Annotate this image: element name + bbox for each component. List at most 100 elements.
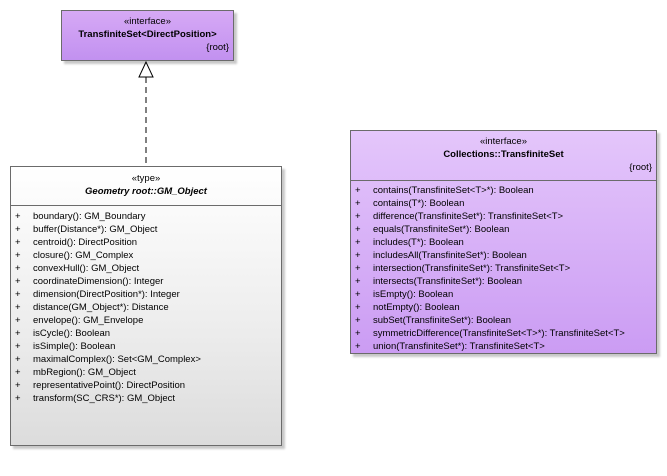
operation-signature: includes(T*): Boolean bbox=[373, 237, 464, 248]
gm-object-operations: + boundary(): GM_Boundary + buffer(Distanc… bbox=[11, 205, 281, 405]
operation-row: + isEmpty(): Boolean bbox=[355, 288, 656, 301]
operation-row: + boundary(): GM_Boundary bbox=[15, 210, 281, 223]
operation-signature: distance(GM_Object*): Distance bbox=[33, 302, 169, 313]
operation-signature: representativePoint(): DirectPosition bbox=[33, 380, 186, 391]
operation-signature: convexHull(): GM_Object bbox=[33, 263, 140, 274]
operation-row: + maximalComplex(): Set<GM_Complex> bbox=[15, 353, 281, 366]
operation-row: + intersection(TransfiniteSet*): Transfin… bbox=[355, 262, 656, 275]
operation-row: + mbRegion(): GM_Object bbox=[15, 366, 281, 379]
transfinite-set-root-tag: {root} bbox=[206, 42, 229, 53]
public-visibility-marker: + bbox=[15, 380, 21, 391]
operation-signature: coordinateDimension(): Integer bbox=[33, 276, 164, 287]
operation-signature: envelope(): GM_Envelope bbox=[33, 315, 144, 326]
public-visibility-marker: + bbox=[355, 328, 361, 339]
gm-object-name: Geometry root::GM_Object bbox=[85, 186, 207, 197]
public-visibility-marker: + bbox=[15, 302, 21, 313]
operation-signature: difference(TransfiniteSet*): Transfinite… bbox=[373, 211, 564, 222]
operation-signature: isSimple(): Boolean bbox=[33, 341, 116, 352]
operation-signature: mbRegion(): GM_Object bbox=[33, 367, 136, 378]
operation-row: + transform(SC_CRS*): GM_Object bbox=[15, 392, 281, 405]
public-visibility-marker: + bbox=[355, 237, 361, 248]
transfinite-set-header: «interface» TransfiniteSet<DirectPositio… bbox=[62, 11, 233, 62]
transfinite-set-interface-box[interactable]: «interface» TransfiniteSet<DirectPositio… bbox=[61, 10, 234, 61]
public-visibility-marker: + bbox=[15, 250, 21, 261]
collections-ts-name: Collections::TransfiniteSet bbox=[443, 149, 564, 160]
operation-row: + dimension(DirectPosition*): Integer bbox=[15, 288, 281, 301]
operation-signature: subSet(TransfiniteSet*): Boolean bbox=[373, 315, 512, 326]
public-visibility-marker: + bbox=[15, 393, 21, 404]
collections-ts-stereotype: «interface» bbox=[479, 136, 527, 147]
operation-signature: boundary(): GM_Boundary bbox=[33, 211, 146, 222]
public-visibility-marker: + bbox=[355, 276, 361, 287]
public-visibility-marker: + bbox=[355, 211, 361, 222]
operation-row: + closure(): GM_Complex bbox=[15, 249, 281, 262]
operation-row: + representativePoint(): DirectPosition bbox=[15, 379, 281, 392]
operation-signature: contains(TransfiniteSet<T>*): Boolean bbox=[373, 185, 534, 196]
public-visibility-marker: + bbox=[15, 224, 21, 235]
collections-ts-header: «interface» Collections::TransfiniteSet … bbox=[351, 131, 656, 180]
operation-row: + isSimple(): Boolean bbox=[15, 340, 281, 353]
operation-signature: equals(TransfiniteSet*): Boolean bbox=[373, 224, 510, 235]
operation-row: + envelope(): GM_Envelope bbox=[15, 314, 281, 327]
operation-row: + difference(TransfiniteSet*): Transfinit… bbox=[355, 210, 656, 223]
transfinite-set-name: TransfiniteSet<DirectPosition> bbox=[78, 29, 217, 40]
public-visibility-marker: + bbox=[15, 211, 21, 222]
operation-signature: isCycle(): Boolean bbox=[33, 328, 111, 339]
public-visibility-marker: + bbox=[15, 315, 21, 326]
operation-row: + notEmpty(): Boolean bbox=[355, 301, 656, 314]
operation-row: + includes(T*): Boolean bbox=[355, 236, 656, 249]
collections-ts-root-tag: {root} bbox=[629, 162, 652, 173]
public-visibility-marker: + bbox=[15, 289, 21, 300]
operation-signature: intersects(TransfiniteSet*): Boolean bbox=[373, 276, 523, 287]
public-visibility-marker: + bbox=[355, 302, 361, 313]
operation-row: + centroid(): DirectPosition bbox=[15, 236, 281, 249]
operation-row: + convexHull(): GM_Object bbox=[15, 262, 281, 275]
collections-ts-operations: + contains(TransfiniteSet<T>*): Boolean +… bbox=[351, 180, 656, 353]
gm-object-header: «type» Geometry root::GM_Object bbox=[11, 167, 281, 205]
operation-signature: buffer(Distance*): GM_Object bbox=[33, 224, 158, 235]
public-visibility-marker: + bbox=[355, 341, 361, 352]
operation-signature: union(TransfiniteSet*): TransfiniteSet<T… bbox=[373, 341, 545, 352]
operation-row: + equals(TransfiniteSet*): Boolean bbox=[355, 223, 656, 236]
public-visibility-marker: + bbox=[355, 315, 361, 326]
operation-signature: contains(T*): Boolean bbox=[373, 198, 465, 209]
public-visibility-marker: + bbox=[15, 276, 21, 287]
public-visibility-marker: + bbox=[355, 289, 361, 300]
public-visibility-marker: + bbox=[15, 367, 21, 378]
operation-signature: includesAll(TransfiniteSet*): Boolean bbox=[373, 250, 527, 261]
operation-row: + contains(T*): Boolean bbox=[355, 197, 656, 210]
public-visibility-marker: + bbox=[15, 341, 21, 352]
operation-signature: symmetricDifference(TransfiniteSet<T>*):… bbox=[373, 328, 625, 339]
operation-signature: transform(SC_CRS*): GM_Object bbox=[33, 393, 176, 404]
operation-signature: notEmpty(): Boolean bbox=[373, 302, 460, 313]
operation-row: + symmetricDifference(TransfiniteSet<T>*)… bbox=[355, 327, 656, 340]
operation-row: + union(TransfiniteSet*): TransfiniteSet<… bbox=[355, 340, 656, 353]
operation-row: +isCycle(): Boolean bbox=[15, 327, 281, 340]
public-visibility-marker: + bbox=[355, 263, 361, 274]
operation-row: + buffer(Distance*): GM_Object bbox=[15, 223, 281, 236]
operation-row: + coordinateDimension(): Integer bbox=[15, 275, 281, 288]
public-visibility-marker: + bbox=[15, 354, 21, 365]
collections-transfinite-set-interface-box[interactable]: «interface» Collections::TransfiniteSet … bbox=[350, 130, 657, 354]
operation-signature: maximalComplex(): Set<GM_Complex> bbox=[33, 354, 201, 365]
operation-row: + includesAll(TransfiniteSet*): Boolean bbox=[355, 249, 656, 262]
operation-row: + distance(GM_Object*): Distance bbox=[15, 301, 281, 314]
public-visibility-marker: + bbox=[355, 224, 361, 235]
operation-row: + subSet(TransfiniteSet*): Boolean bbox=[355, 314, 656, 327]
operation-row: + intersects(TransfiniteSet*): Boolean bbox=[355, 275, 656, 288]
operation-signature: centroid(): DirectPosition bbox=[33, 237, 138, 248]
public-visibility-marker: + bbox=[355, 198, 361, 209]
public-visibility-marker: + bbox=[15, 263, 21, 274]
operation-signature: closure(): GM_Complex bbox=[33, 250, 134, 261]
public-visibility-marker: + bbox=[355, 250, 361, 261]
operation-row: + contains(TransfiniteSet<T>*): Boolean bbox=[355, 184, 656, 197]
gm-object-type-box[interactable]: «type» Geometry root::GM_Object + boundar… bbox=[10, 166, 282, 446]
operation-signature: intersection(TransfiniteSet*): Transfini… bbox=[373, 263, 571, 274]
public-visibility-marker: + bbox=[15, 237, 21, 248]
operation-signature: dimension(DirectPosition*): Integer bbox=[33, 289, 180, 300]
gm-object-stereotype: «type» bbox=[131, 173, 161, 184]
realization-arrowhead bbox=[138, 60, 154, 78]
public-visibility-marker: + bbox=[355, 185, 361, 196]
operation-signature: isEmpty(): Boolean bbox=[373, 289, 454, 300]
